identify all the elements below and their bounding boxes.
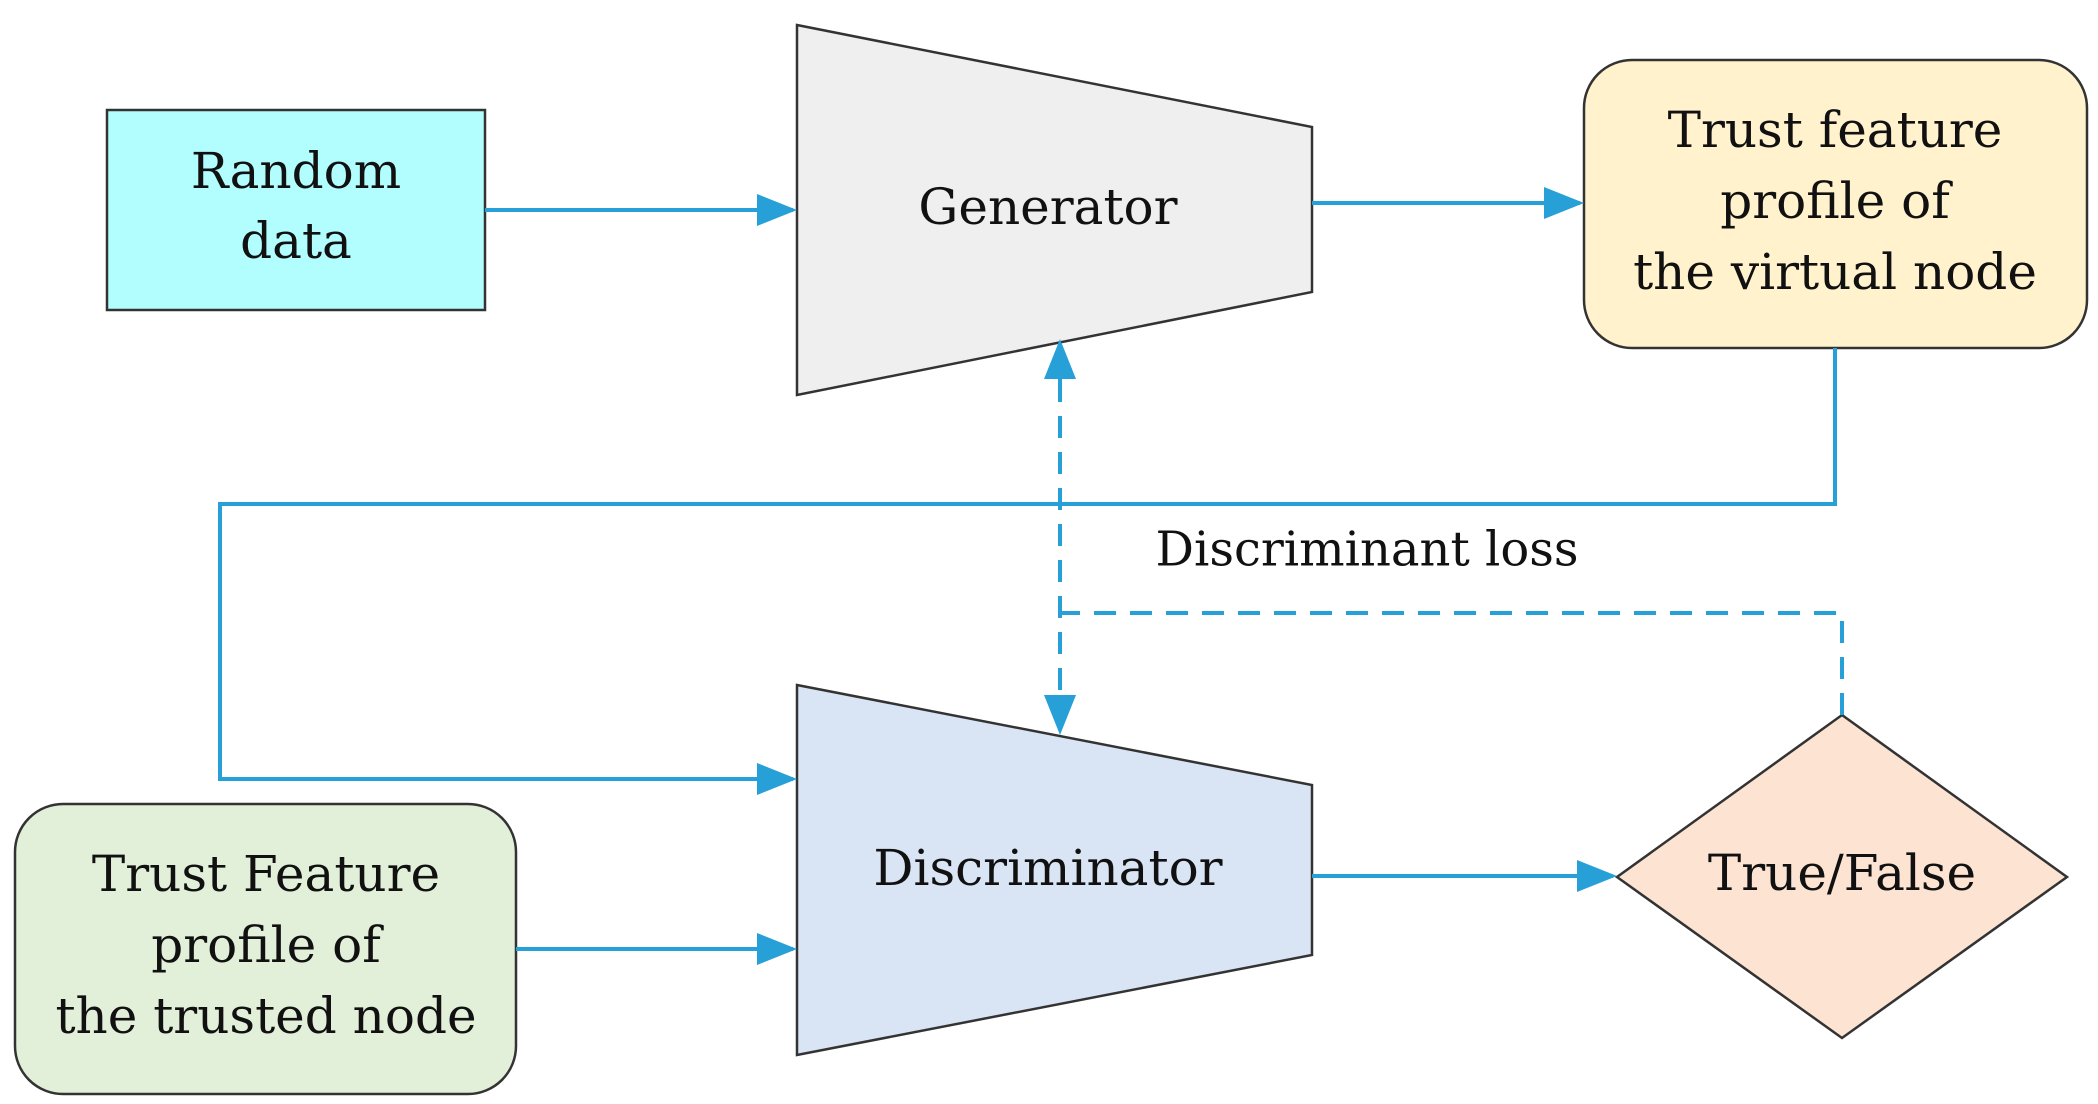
- discriminant-loss-label: Discriminant loss: [1155, 522, 1578, 578]
- trusted-profile-label-2: profile of: [151, 916, 384, 974]
- trusted-profile-label-3: the trusted node: [55, 987, 476, 1045]
- decision-node: True/False: [1614, 713, 2070, 1040]
- random-data-label-2: data: [240, 212, 352, 270]
- random-data-node: Random data: [105, 108, 487, 312]
- random-data-label-1: Random: [191, 142, 401, 200]
- discriminator-node: Discriminator: [795, 683, 1314, 1057]
- generator-node: Generator: [795, 23, 1314, 397]
- trusted-profile-label-1: Trust Feature: [92, 845, 440, 903]
- virtual-profile-label-3: the virtual node: [1633, 243, 2037, 301]
- decision-label: True/False: [1708, 844, 1976, 902]
- generator-label: Generator: [918, 178, 1177, 236]
- virtual-profile-label-2: profile of: [1720, 172, 1953, 230]
- virtual-to-discriminator-connector: [218, 348, 1837, 795]
- trusted-profile-node: Trust Feature profile of the trusted nod…: [13, 802, 518, 1096]
- virtual-profile-label-1: Trust feature: [1668, 101, 2003, 159]
- loss-feedback-connector: [1060, 611, 1844, 715]
- virtual-profile-node: Trust feature profile of the virtual nod…: [1582, 58, 2089, 350]
- discriminator-label: Discriminator: [873, 839, 1222, 897]
